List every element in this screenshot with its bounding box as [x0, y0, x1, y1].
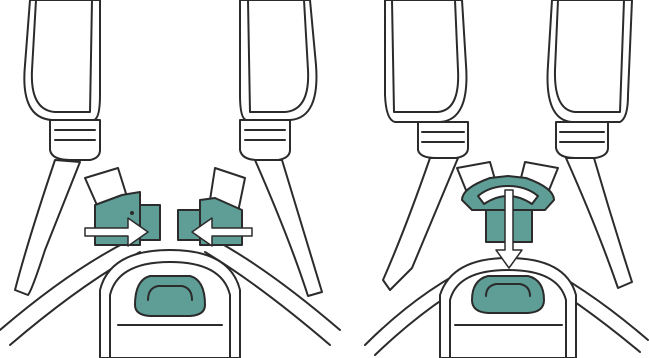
panel-step-2 [365, 0, 648, 358]
left-shoulder-pad-2 [385, 0, 466, 122]
buckle-release-button-1 [135, 276, 205, 316]
left-strap-2 [383, 158, 458, 290]
right-strap-2 [566, 158, 632, 288]
right-strap-1 [255, 160, 322, 296]
right-connector-2 [556, 122, 608, 158]
panel-step-1 [0, 0, 340, 358]
buckle-release-button-2 [472, 276, 544, 313]
left-connector-2 [418, 122, 468, 158]
